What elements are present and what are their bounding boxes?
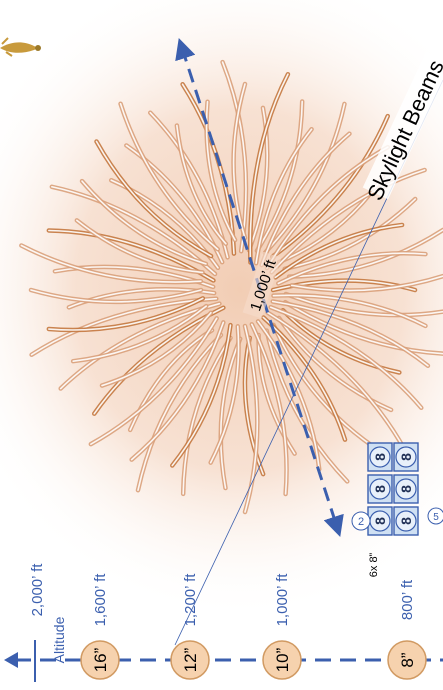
altitude-arrow-head: [4, 652, 18, 668]
altitude-marker: 10” 1,000’ ft: [262, 573, 302, 680]
altitude-marker: 16” 1,600’ ft: [80, 573, 120, 680]
firework-launch-icon: [0, 37, 41, 57]
rack-tube: 8: [367, 442, 393, 472]
rack-tube: 8: [393, 474, 419, 504]
shell-size-circle: [262, 640, 302, 680]
rack-tube-label: 8: [372, 517, 388, 525]
rack-tube: 8: [367, 506, 393, 536]
shell-size-circle: [80, 640, 120, 680]
shell-size-label: 16”: [91, 647, 110, 672]
rack-tube: 8: [393, 506, 419, 536]
rack-count-label: 6x 8”: [368, 552, 380, 577]
altitude-label: 1,000’ ft: [274, 573, 291, 627]
rack-tube: 8: [393, 442, 419, 472]
altitude-markers: 16” 1,600’ ft 12” 1,200’ ft 10” 1,000’ ft 8” 80…: [80, 573, 427, 680]
rack-tube-label: 8: [372, 485, 388, 493]
altitude-label: 1,600’ ft: [92, 573, 109, 627]
rack-tube-label: 8: [398, 453, 414, 461]
altitude-axis-label: Altitude: [51, 616, 67, 663]
shell-size-circle: [170, 640, 210, 680]
altitude-marker: 12” 1,200’ ft: [170, 573, 210, 680]
rack-circle-a-text: 2: [358, 516, 364, 528]
rack-circle-b: 5: [427, 507, 443, 525]
rack-circle-b-text: 5: [433, 512, 439, 523]
shell-size-label: 12”: [181, 647, 200, 672]
shell-size-label: 8”: [398, 652, 417, 667]
rack-tube-label: 8: [398, 485, 414, 493]
rack-circle-a: 2: [351, 511, 371, 531]
altitude-label: 800’ ft: [399, 579, 416, 620]
rack-tube: 8: [367, 474, 393, 504]
rack-tube-label: 8: [372, 453, 388, 461]
top-altitude-label: 2,000’ ft: [29, 563, 46, 617]
shell-size-label: 10”: [273, 647, 292, 672]
rack-tube-label: 8: [398, 517, 414, 525]
shell-size-circle: [387, 640, 427, 680]
altitude-label: 1,200’ ft: [182, 573, 199, 627]
altitude-marker: 8” 800’ ft: [387, 579, 427, 680]
shell-rack: 8 8 8 8 8 8: [367, 442, 419, 536]
